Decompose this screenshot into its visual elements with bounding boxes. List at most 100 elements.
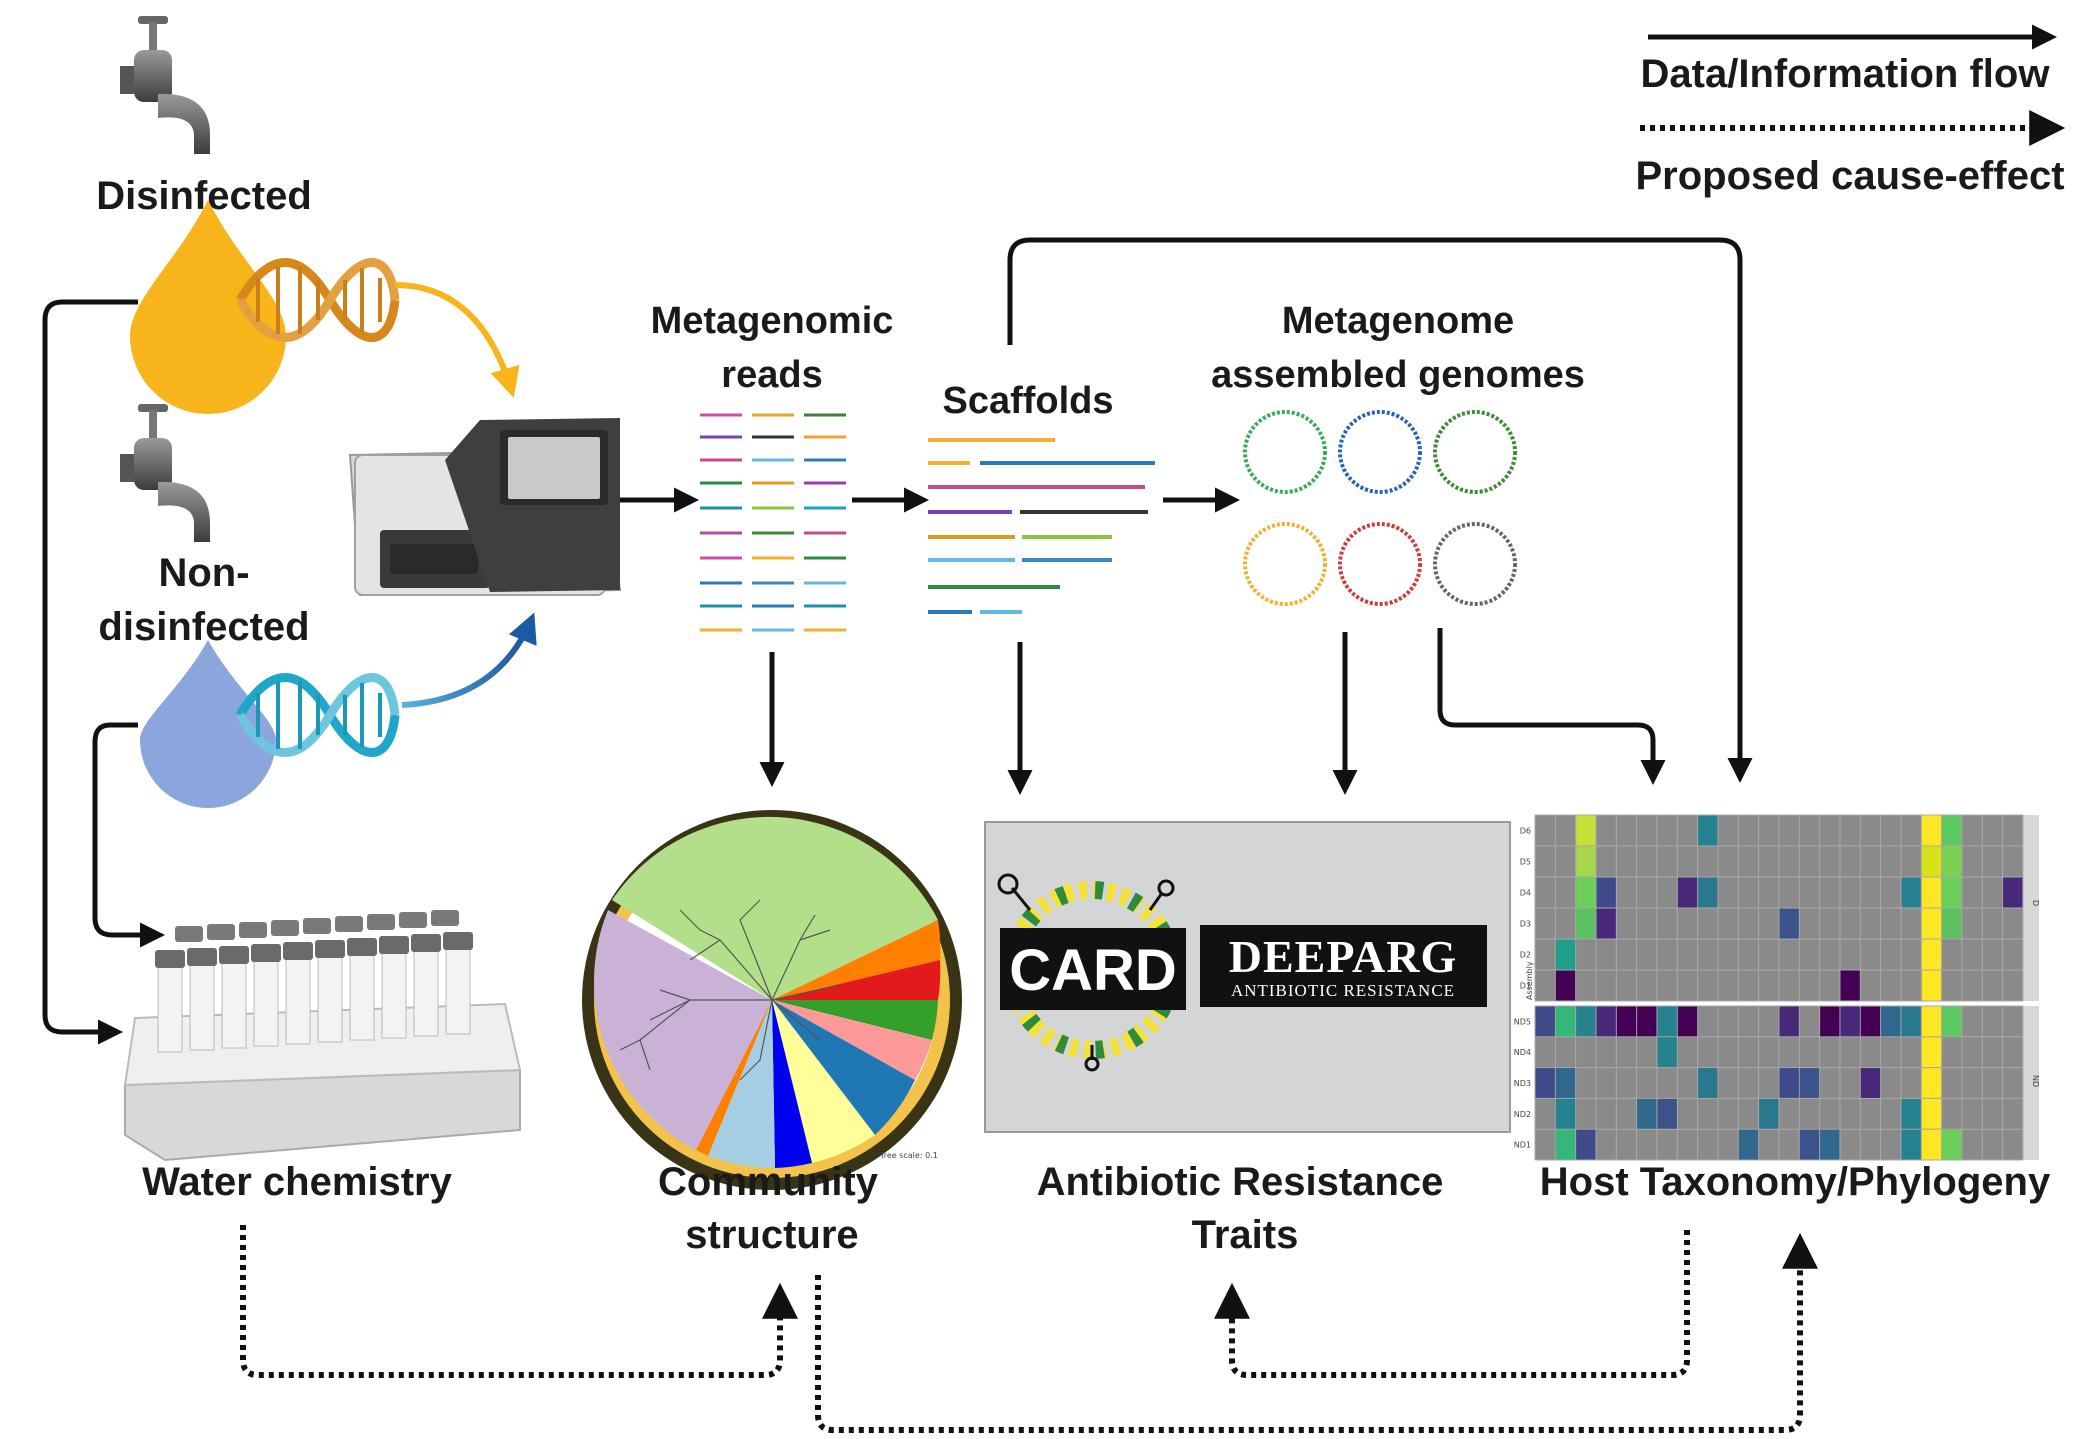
heatmap-y-axis-label: Assembly (1525, 961, 1534, 1000)
heatmap-cell (1942, 815, 1962, 846)
heatmap-cell (1921, 877, 1942, 908)
mags-label-line2: assembled genomes (1211, 354, 1585, 396)
heatmap-cell (1576, 908, 1596, 939)
scaffolds-icon (928, 438, 1155, 614)
heatmap-cell (1535, 1068, 1555, 1098)
heatmap-cell (1820, 1129, 1840, 1160)
heatmap-cell (1820, 1006, 1840, 1037)
heatmap-cell (1596, 1006, 1616, 1037)
community-to-host-arrow (815, 1232, 1818, 1433)
heatmap-cell (1738, 1129, 1759, 1160)
heatmap-cell (1637, 1006, 1657, 1037)
heatmap-bottom-panel-label: ND (2031, 1075, 2040, 1087)
legend: Data/Information flow Proposed cause-eff… (1635, 24, 2066, 198)
heatmap-cell (1779, 1006, 1799, 1037)
card-logo: CARD (997, 873, 1186, 1072)
heatmap-cell (1942, 1129, 1962, 1160)
heatmap-cell (1901, 1129, 1921, 1160)
heatmap-cell (1555, 1006, 1576, 1037)
water-chemistry-label: Water chemistry (142, 1160, 453, 1204)
community-label-line2: structure (685, 1213, 858, 1257)
heatmap-cell (1840, 970, 1860, 1001)
heatmap-cell (1840, 1006, 1860, 1037)
heatmap-row-label: ND4 (1514, 1048, 1531, 1057)
legend-solid-label: Data/Information flow (1641, 52, 2051, 96)
heatmap-cell (1657, 1006, 1677, 1037)
heatmap-cell (1759, 1098, 1779, 1129)
heatmap-cell (1698, 815, 1718, 846)
heatmap-row-label: ND1 (1514, 1141, 1531, 1150)
heatmap-row-label: D5 (1520, 858, 1531, 867)
faucet-icon (120, 16, 210, 154)
heatmap-cell (1576, 846, 1596, 877)
scaffolds-to-host-arrow (1007, 237, 1753, 783)
heatmap-cell (1576, 1006, 1596, 1037)
card-logo-text: CARD (1009, 938, 1177, 1003)
arg-label-line2: Traits (1192, 1213, 1299, 1257)
heatmap-row-label: D2 (1520, 951, 1531, 960)
reads-label-line1: Metagenomic (651, 300, 894, 342)
metagenomic-reads-icon (700, 413, 846, 632)
heatmap-cell (1921, 846, 1942, 877)
heatmap-top-panel-label: D (2031, 900, 2040, 906)
heatmap-cell (2003, 877, 2023, 908)
community-label-line1: Community (658, 1160, 879, 1204)
heatmap-cell (1921, 1129, 1942, 1160)
mags-to-host-arrow (1437, 628, 1666, 785)
water-drop-icon (140, 640, 276, 808)
legend-dotted-label: Proposed cause-effect (1635, 154, 2064, 198)
host-label: Host Taxonomy/Phylogeny (1540, 1160, 2051, 1204)
nondisinfected-to-chemistry-arrow (92, 722, 165, 948)
heatmap-cell (1576, 1129, 1596, 1160)
heatmap-row-label: D1 (1520, 982, 1531, 991)
reads-label-line2: reads (721, 354, 822, 396)
heatmap-cell (1921, 970, 1942, 1001)
heatmap-cell (1942, 846, 1962, 877)
sequencer-icon (348, 418, 622, 597)
mags-label-line1: Metagenome (1282, 300, 1514, 342)
deeparg-logo-text: DEEPARG (1229, 931, 1458, 982)
heatmap-cell (1921, 1068, 1942, 1098)
heatmap-cell (1921, 1098, 1942, 1129)
heatmap-cell (1921, 1006, 1942, 1037)
deeparg-logo: DEEPARG ANTIBIOTIC RESISTANCE (1200, 925, 1487, 1007)
heatmap-cell (1637, 1098, 1657, 1129)
heatmap-cell (1799, 1129, 1820, 1160)
heatmap-row-label: ND3 (1514, 1079, 1531, 1088)
heatmap-cell (1535, 1006, 1555, 1037)
heatmap-cell (1596, 908, 1616, 939)
heatmap-cell (1799, 1068, 1820, 1098)
phylogenetic-tree-chart: Tree scale: 0.1 (582, 810, 962, 1190)
heatmap-cell (1596, 877, 1616, 908)
heatmap-row-label: D6 (1520, 827, 1531, 836)
heatmap-cell (1616, 1006, 1637, 1037)
heatmap-cell (1860, 1006, 1881, 1037)
nondisinfected-to-sequencer-arrow (401, 612, 537, 708)
faucet-icon (120, 404, 210, 542)
heatmap-cell (1921, 908, 1942, 939)
heatmap-cell (1881, 1006, 1901, 1037)
heatmap-cell (1555, 1068, 1576, 1098)
nondisinfected-label-line2: disinfected (98, 605, 309, 649)
heatmap-cell (1901, 877, 1921, 908)
data-flow-arrows (42, 237, 1753, 1045)
heatmap-cell (1657, 1037, 1677, 1068)
heatmap-cell (1576, 877, 1596, 908)
heatmap-cell (1901, 1098, 1921, 1129)
dna-helix-icon (236, 673, 400, 757)
heatmap-cell (1555, 939, 1576, 970)
heatmap-row-label: ND5 (1514, 1017, 1531, 1026)
heatmap-cell (1555, 1129, 1576, 1160)
heatmap-row-label: D3 (1520, 920, 1531, 929)
heatmap-cell (1555, 1098, 1576, 1129)
cause-effect-arrows (240, 1225, 1818, 1433)
chemistry-to-community-arrow (240, 1225, 798, 1378)
heatmap-cell (1942, 1006, 1962, 1037)
water-drop-icon (130, 200, 286, 414)
heatmap-cell (1677, 1006, 1698, 1037)
heatmap-cell (1779, 1068, 1799, 1098)
tree-scale-label: Tree scale: 0.1 (879, 1151, 938, 1160)
heatmap-row-label: ND2 (1514, 1110, 1531, 1119)
heatmap-cell (1860, 1068, 1881, 1098)
